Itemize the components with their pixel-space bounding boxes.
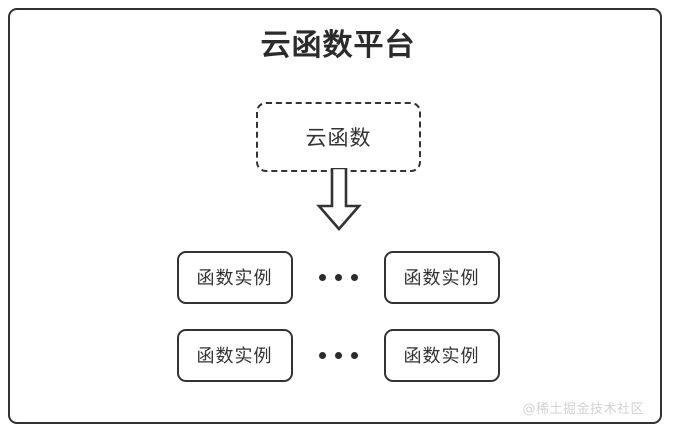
function-instance-box: 函数实例 <box>176 250 293 304</box>
instance-row: 函数实例 函数实例 <box>0 328 676 382</box>
ellipsis-dot <box>318 273 326 281</box>
ellipsis-dot <box>318 351 326 359</box>
down-block-arrow-icon <box>316 166 362 232</box>
instance-row: 函数实例 函数实例 <box>0 250 676 304</box>
function-instance-label: 函数实例 <box>196 268 273 289</box>
function-instance-label: 函数实例 <box>403 268 480 289</box>
function-instance-box: 函数实例 <box>383 328 500 382</box>
ellipsis-icon <box>293 329 384 382</box>
function-instance-box: 函数实例 <box>176 328 293 382</box>
ellipsis-dot <box>350 351 358 359</box>
cloud-function-node: 云函数 <box>256 102 421 172</box>
ellipsis-dot <box>350 273 358 281</box>
function-instance-box: 函数实例 <box>383 250 500 304</box>
function-instance-label: 函数实例 <box>196 346 273 367</box>
ellipsis-dot <box>334 351 342 359</box>
page-title: 云函数平台 <box>260 28 416 63</box>
function-instance-label: 函数实例 <box>403 346 480 367</box>
ellipsis-dot <box>334 273 342 281</box>
watermark: @稀土掘金技术社区 <box>522 402 644 417</box>
cloud-function-label: 云函数 <box>305 126 372 150</box>
ellipsis-icon <box>293 251 384 304</box>
